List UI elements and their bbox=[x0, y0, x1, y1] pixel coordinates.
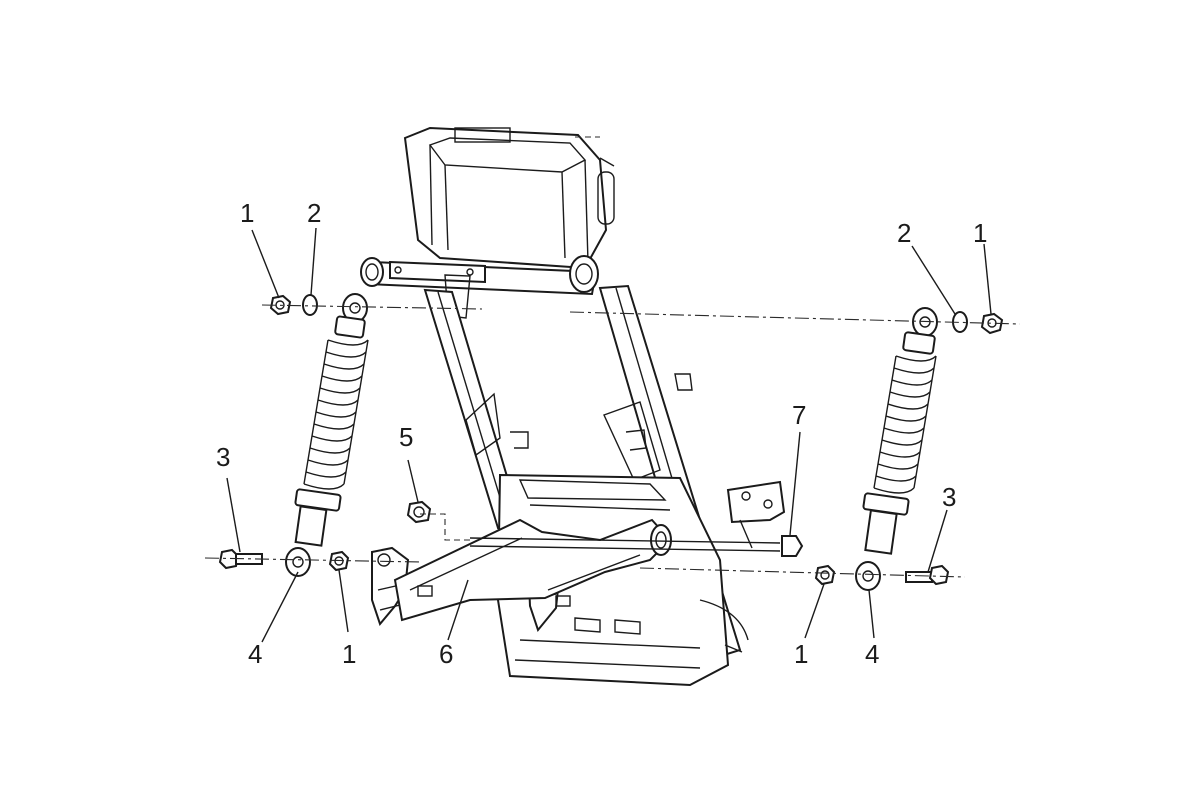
callout-3: 3 bbox=[216, 442, 230, 472]
left-shock-spring bbox=[303, 339, 369, 490]
callout-5: 5 bbox=[399, 422, 413, 452]
frame-top-box bbox=[403, 126, 615, 270]
callout-6: 6 bbox=[439, 639, 453, 669]
frame bbox=[360, 126, 786, 687]
frame-lower-body bbox=[496, 473, 749, 687]
frame-cross-tube bbox=[360, 255, 599, 319]
leader-lines bbox=[226, 227, 992, 643]
callout-labels: 1 2 3 4 1 5 6 7 1 4 3 2 1 bbox=[216, 198, 987, 669]
callout-1: 1 bbox=[794, 639, 808, 669]
pivot-nut bbox=[406, 500, 432, 524]
pivot-bolt bbox=[469, 535, 804, 557]
washer-top-left bbox=[302, 294, 318, 316]
bolt-lower-right bbox=[905, 564, 950, 586]
callout-4: 4 bbox=[248, 639, 262, 669]
nut-lower-right bbox=[814, 564, 836, 586]
callout-1: 1 bbox=[240, 198, 254, 228]
callout-2: 2 bbox=[307, 198, 321, 228]
callout-1: 1 bbox=[342, 639, 356, 669]
swingarm bbox=[393, 518, 672, 622]
right-shock-spring bbox=[873, 355, 937, 494]
left-shock-absorber bbox=[285, 293, 369, 577]
callout-3: 3 bbox=[942, 482, 956, 512]
callout-1: 1 bbox=[973, 218, 987, 248]
frame-right-bracket bbox=[726, 480, 786, 549]
center-lines bbox=[204, 136, 1021, 578]
callout-2: 2 bbox=[897, 218, 911, 248]
callout-7: 7 bbox=[792, 400, 806, 430]
callout-4: 4 bbox=[865, 639, 879, 669]
right-shock-absorber bbox=[855, 307, 938, 591]
